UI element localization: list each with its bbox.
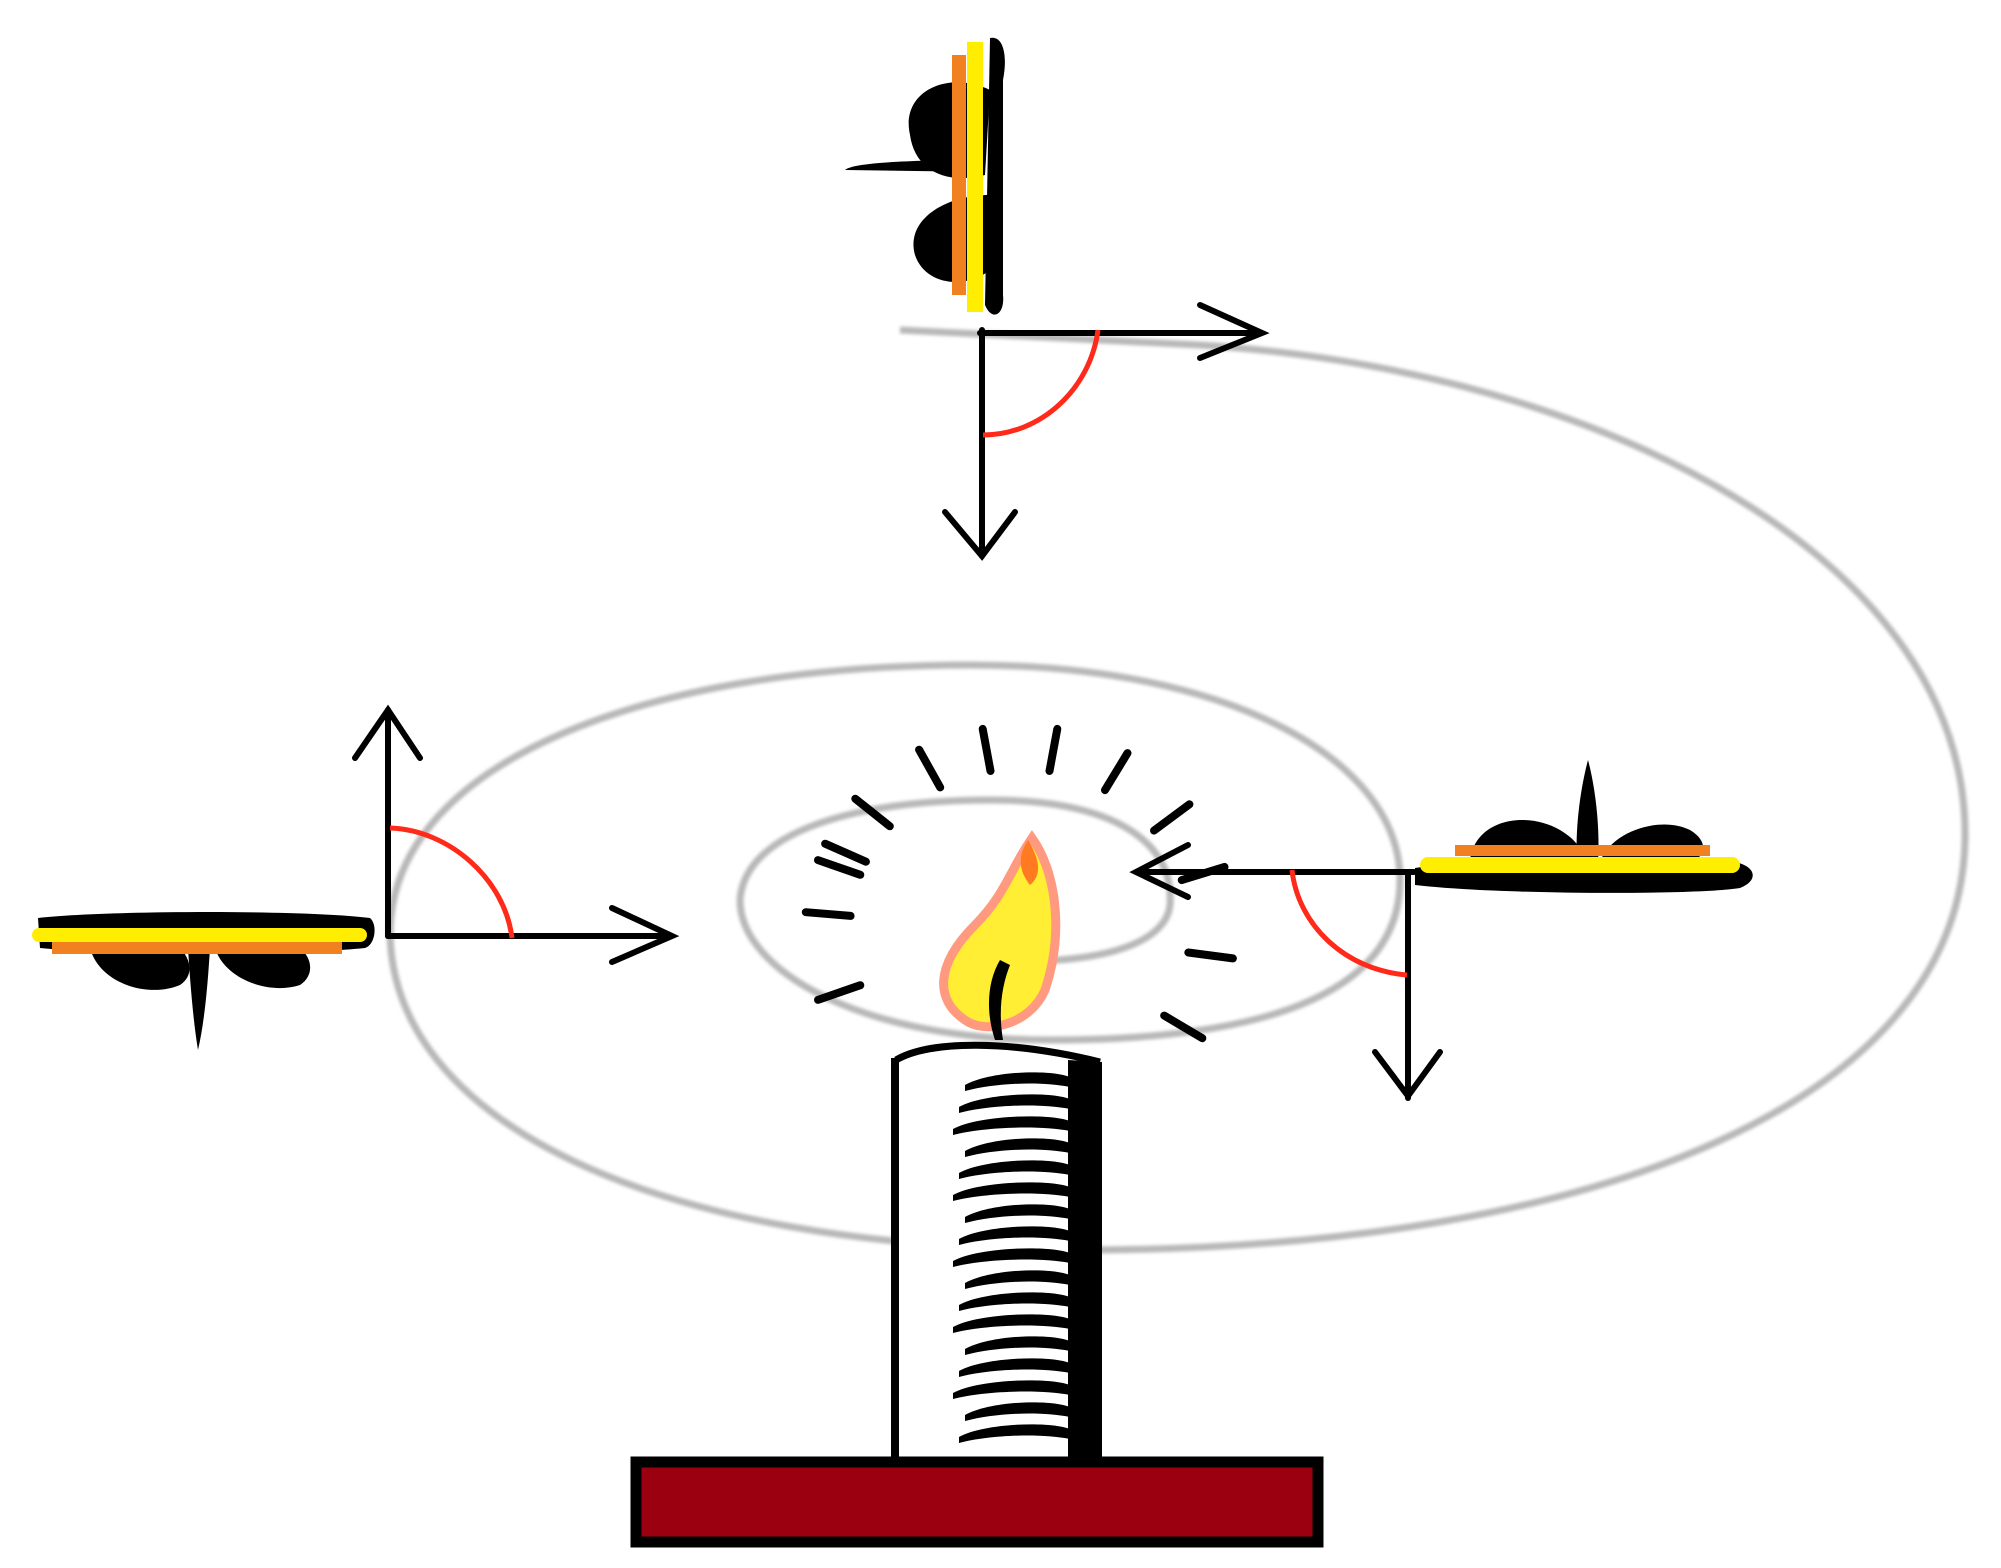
moth-left-group: [32, 704, 680, 1050]
wax-stroke: [953, 1314, 1070, 1333]
candle-wax-strokes: [953, 1072, 1070, 1443]
light-ray: [978, 724, 995, 775]
moth-left-heading-arrowhead: [352, 704, 423, 761]
moth-left-right-wing: [215, 948, 311, 989]
moth-left-left-wing: [90, 948, 190, 990]
light-ray: [801, 908, 855, 920]
wax-stroke: [965, 1270, 1070, 1289]
moth-right-light-arrowhead: [1129, 842, 1191, 900]
moth-right-antenna: [1576, 760, 1599, 862]
spiral-outer-arc: [386, 326, 1969, 1254]
light-ray: [1184, 948, 1237, 963]
candle: [891, 1041, 1102, 1465]
light-ray: [1045, 724, 1062, 775]
moth-top-light-arrowhead: [942, 509, 1018, 561]
spiral-flight-path: [386, 326, 1969, 1254]
spiral-middle-arc: [386, 661, 1404, 1044]
flame-wick: [988, 960, 1010, 1040]
light-ray: [851, 794, 894, 831]
candle-shadow-side: [1068, 1060, 1102, 1460]
light-ray: [821, 839, 870, 866]
wax-stroke: [959, 1160, 1070, 1179]
flame-outer: [939, 830, 1061, 1032]
moth-left-angle-arc: [389, 825, 515, 939]
candle-top-rim: [894, 1041, 1101, 1066]
light-ray: [814, 856, 865, 879]
wax-stroke: [953, 1116, 1070, 1135]
moth-right-heading-arrowhead: [1372, 1049, 1443, 1102]
wax-stroke: [965, 1072, 1070, 1091]
flame-tip: [1020, 840, 1039, 885]
wax-stroke: [953, 1248, 1070, 1267]
wax-stroke: [959, 1226, 1070, 1245]
light-ray: [915, 745, 945, 792]
moth-top: [845, 37, 1005, 315]
moth-left-antenna: [188, 948, 210, 1050]
moth-right: [1415, 760, 1753, 893]
wax-stroke: [959, 1094, 1070, 1113]
moth-right-axes: [1129, 842, 1443, 1102]
wax-stroke: [953, 1182, 1070, 1201]
moth-left-light-arrowhead: [609, 905, 680, 965]
wax-stroke: [959, 1424, 1070, 1443]
wax-stroke: [959, 1292, 1070, 1311]
moth-right-group: [1129, 760, 1753, 1102]
moth-right-right-wing: [1600, 824, 1704, 862]
light-ray: [1160, 1011, 1207, 1043]
light-ray: [814, 981, 865, 1004]
wax-stroke: [965, 1204, 1070, 1223]
base-plate: [630, 1456, 1324, 1548]
light-ray: [1150, 800, 1194, 835]
moth-left-axes: [352, 704, 680, 965]
wax-stroke: [965, 1402, 1070, 1421]
moth-right-angle-arc: [1289, 869, 1408, 978]
light-rays: [801, 724, 1237, 1043]
wax-stroke: [965, 1336, 1070, 1355]
moth-top-group: [845, 37, 1270, 561]
candle-base: [630, 1456, 1324, 1548]
light-ray: [1101, 749, 1132, 795]
candle-flame: [939, 830, 1061, 1040]
wax-stroke: [953, 1380, 1070, 1399]
moth-top-axes: [942, 302, 1270, 561]
moth-top-angle-arc: [982, 329, 1101, 438]
wax-stroke: [959, 1358, 1070, 1377]
wax-stroke: [965, 1138, 1070, 1157]
spiral-inner-arc: [736, 796, 1174, 965]
moth-top-antenna: [845, 160, 985, 172]
moth-top-heading-arrowhead: [1197, 302, 1270, 361]
moth-left: [32, 912, 375, 1050]
